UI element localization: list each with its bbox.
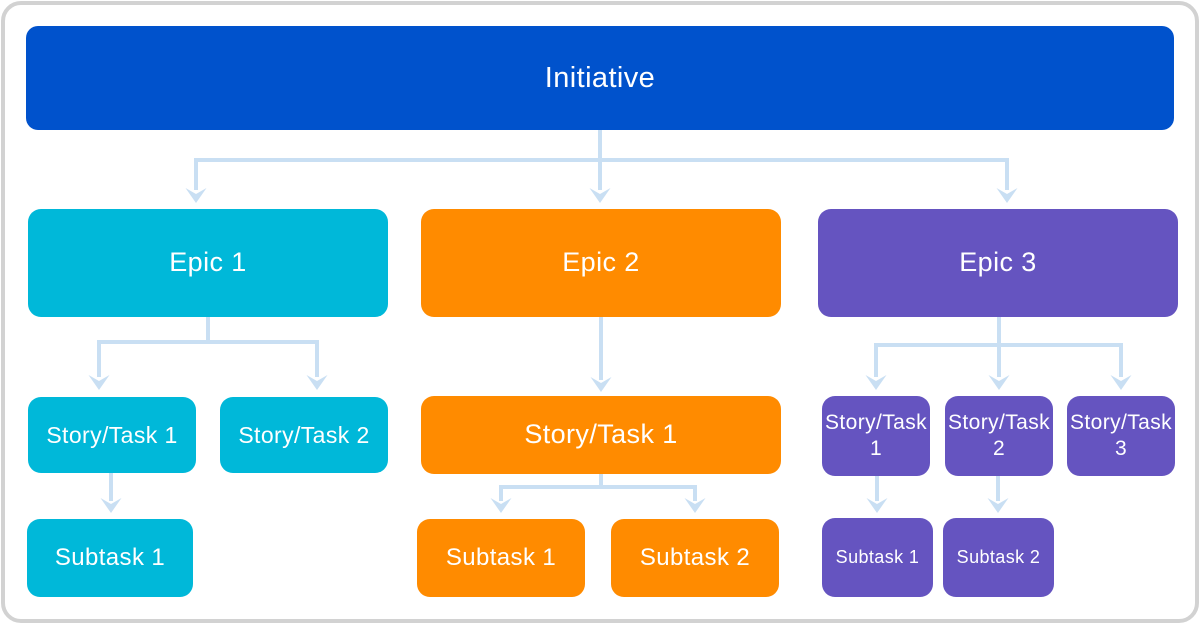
arrow-down-icon bbox=[589, 188, 611, 203]
arrow-down-icon bbox=[590, 377, 612, 392]
node-epic3-story-task-2: Story/Task 2 bbox=[945, 396, 1053, 476]
node-epic1-subtask-1-label: Subtask 1 bbox=[54, 544, 166, 571]
arrow-down-icon bbox=[988, 375, 1010, 390]
node-epic2-story-task-1: Story/Task 1 bbox=[421, 396, 781, 474]
node-epic-2-label: Epic 2 bbox=[562, 247, 640, 278]
node-epic-3-label: Epic 3 bbox=[959, 247, 1037, 278]
node-epic-1: Epic 1 bbox=[28, 209, 388, 317]
node-epic3-story-task-3: Story/Task 3 bbox=[1067, 396, 1175, 476]
node-epic1-story-task-1: Story/Task 1 bbox=[28, 397, 196, 473]
node-epic3-subtask-2-label: Subtask 2 bbox=[956, 547, 1041, 568]
node-epic-2: Epic 2 bbox=[421, 209, 781, 317]
arrow-down-icon bbox=[185, 188, 207, 203]
node-epic2-subtask-1: Subtask 1 bbox=[417, 519, 585, 597]
arrow-down-icon bbox=[866, 498, 888, 513]
arrow-down-icon bbox=[306, 375, 328, 390]
node-epic3-subtask-1: Subtask 1 bbox=[822, 518, 933, 597]
node-epic1-subtask-1: Subtask 1 bbox=[27, 519, 193, 597]
arrow-down-icon bbox=[1110, 375, 1132, 390]
node-epic2-subtask-2-label: Subtask 2 bbox=[639, 544, 751, 571]
node-epic2-story-task-1-label: Story/Task 1 bbox=[524, 419, 678, 450]
arrow-down-icon bbox=[987, 498, 1009, 513]
node-epic3-story-task-3-label: Story/Task 3 bbox=[1069, 410, 1173, 460]
node-initiative: Initiative bbox=[26, 26, 1174, 130]
node-epic1-story-task-2: Story/Task 2 bbox=[220, 397, 388, 473]
node-epic2-subtask-1-label: Subtask 1 bbox=[445, 544, 557, 571]
node-epic1-story-task-1-label: Story/Task 1 bbox=[46, 421, 178, 448]
node-initiative-label: Initiative bbox=[544, 61, 656, 94]
node-epic2-subtask-2: Subtask 2 bbox=[611, 519, 779, 597]
node-epic3-subtask-2: Subtask 2 bbox=[943, 518, 1054, 597]
node-epic3-story-task-1-label: Story/Task 1 bbox=[824, 410, 928, 460]
arrow-down-icon bbox=[88, 375, 110, 390]
arrow-down-icon bbox=[865, 375, 887, 390]
node-epic-3: Epic 3 bbox=[818, 209, 1178, 317]
node-epic3-subtask-1-label: Subtask 1 bbox=[835, 547, 920, 568]
arrow-down-icon bbox=[684, 498, 706, 513]
node-epic1-story-task-2-label: Story/Task 2 bbox=[238, 421, 370, 448]
arrow-down-icon bbox=[996, 188, 1018, 203]
arrow-down-icon bbox=[490, 498, 512, 513]
node-epic3-story-task-2-label: Story/Task 2 bbox=[947, 410, 1051, 460]
arrow-down-icon bbox=[100, 498, 122, 513]
node-epic3-story-task-1: Story/Task 1 bbox=[822, 396, 930, 476]
node-epic-1-label: Epic 1 bbox=[169, 247, 247, 278]
